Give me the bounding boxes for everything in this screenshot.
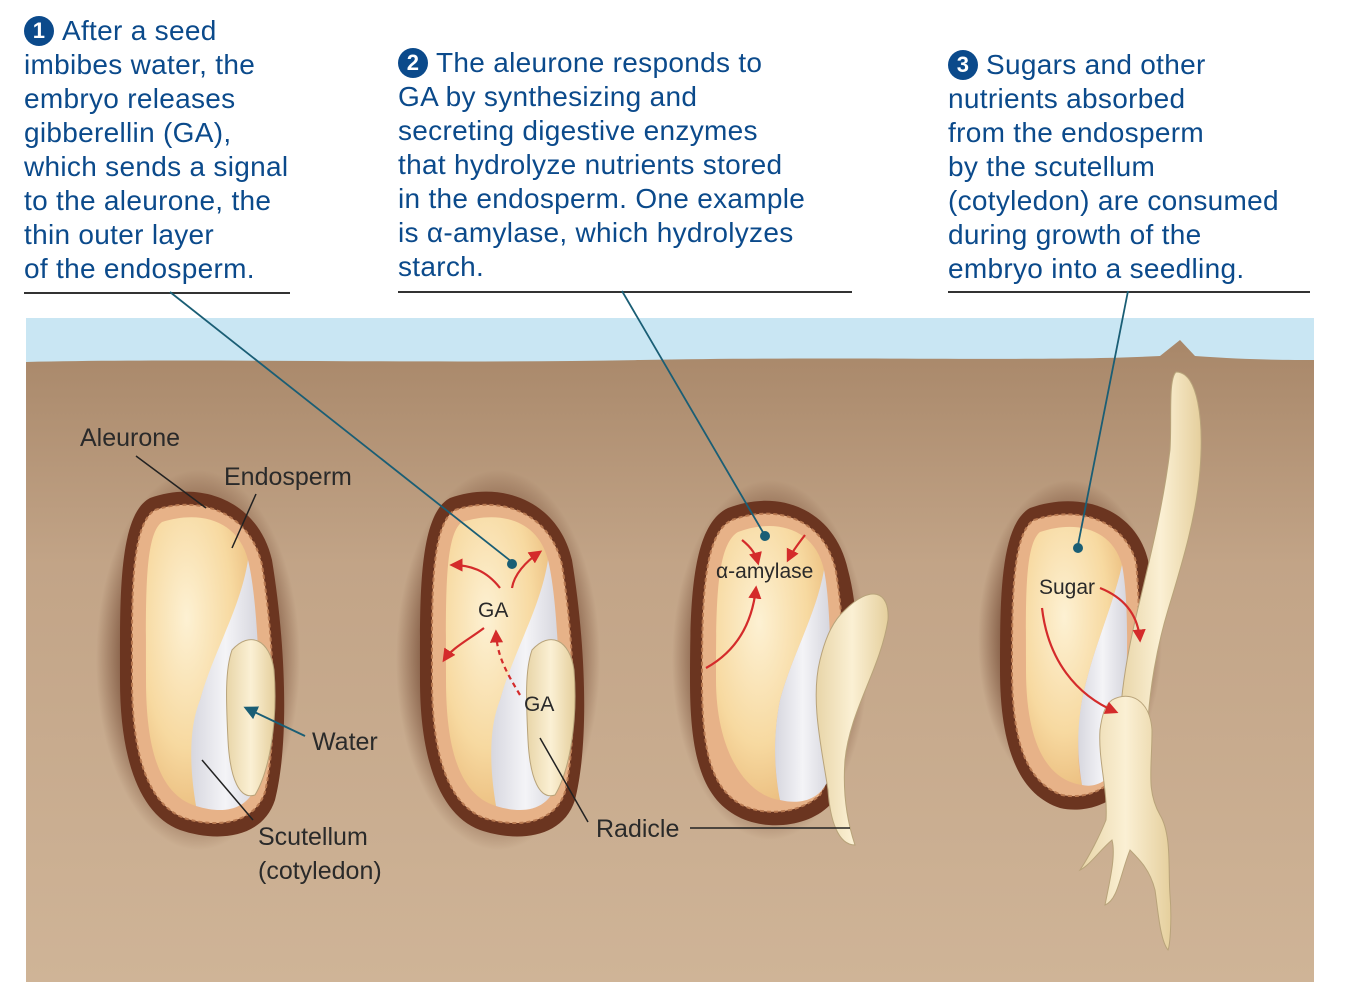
step-1-leader-line (169, 291, 513, 563)
amylase-arrow-left (741, 539, 762, 566)
aleurone-leader (135, 455, 207, 509)
step-2-number-badge: 2 (398, 48, 428, 78)
step-3-leader-dot (1073, 543, 1083, 553)
seed-4 (978, 371, 1202, 951)
amylase-arrows (705, 534, 806, 669)
label-cotyledon: (cotyledon) (258, 857, 382, 885)
seed-3-endosperm (716, 526, 824, 800)
label-scutellum: Scutellum (258, 823, 368, 851)
step-1-underline (24, 292, 290, 294)
endosperm-leader (231, 493, 257, 549)
radicle-leader-seed2 (539, 737, 589, 823)
label-radicle: Radicle (596, 815, 679, 843)
step-3-number-badge: 3 (948, 50, 978, 80)
seed-3 (672, 480, 889, 846)
step-1-number-badge: 1 (24, 16, 54, 46)
seed-4-root-system (1078, 695, 1172, 951)
step-2-leader-line (621, 290, 765, 535)
label-ga-bottom: GA (524, 693, 554, 716)
ga-arrow-dashed-up (489, 629, 521, 696)
amylase-arrow-right (786, 534, 806, 563)
label-sugar: Sugar (1039, 576, 1095, 599)
water-arrow (243, 706, 306, 737)
seed-2-endosperm (445, 517, 548, 806)
label-aleurone: Aleurone (80, 424, 180, 452)
step-3-leader-line (1077, 290, 1129, 546)
step-1-leader-dot (507, 559, 517, 569)
sugar-arrow-to-root (1040, 607, 1119, 714)
step-3-underline (948, 291, 1310, 293)
soil-layer (26, 340, 1314, 982)
seed-1-endosperm (145, 517, 248, 806)
label-water: Water (312, 728, 378, 756)
sugar-arrow-to-shoot (1099, 586, 1146, 643)
seed-2 (396, 470, 600, 850)
step-1-text: After a seed imbibes water, the embryo r… (24, 15, 289, 284)
amylase-arrow-from-aleurone (705, 585, 762, 669)
seed-3-scutellum (775, 570, 831, 802)
step-3-text: Sugars and other nutrients absorbed from… (948, 49, 1279, 284)
ga-arrows (442, 550, 543, 696)
sugar-arrows (1040, 586, 1146, 714)
ga-arrow-up-left (449, 558, 501, 589)
label-endosperm: Endosperm (224, 463, 352, 491)
step-2-leader-dot (760, 531, 770, 541)
seed-2-embryo (526, 639, 576, 797)
label-ga-top: GA (478, 599, 508, 622)
scutellum-leader (201, 759, 254, 821)
seed-3-radicle (815, 593, 889, 846)
ga-arrow-up-right (510, 550, 543, 589)
step-2-text: The aleurone responds to GA by synthesiz… (398, 47, 806, 282)
ga-arrow-down-left (442, 627, 485, 663)
label-alpha-amylase: α-amylase (716, 560, 813, 583)
step-2-underline (398, 291, 852, 293)
seed-1 (96, 470, 300, 850)
seed-4-endosperm (1025, 526, 1122, 785)
